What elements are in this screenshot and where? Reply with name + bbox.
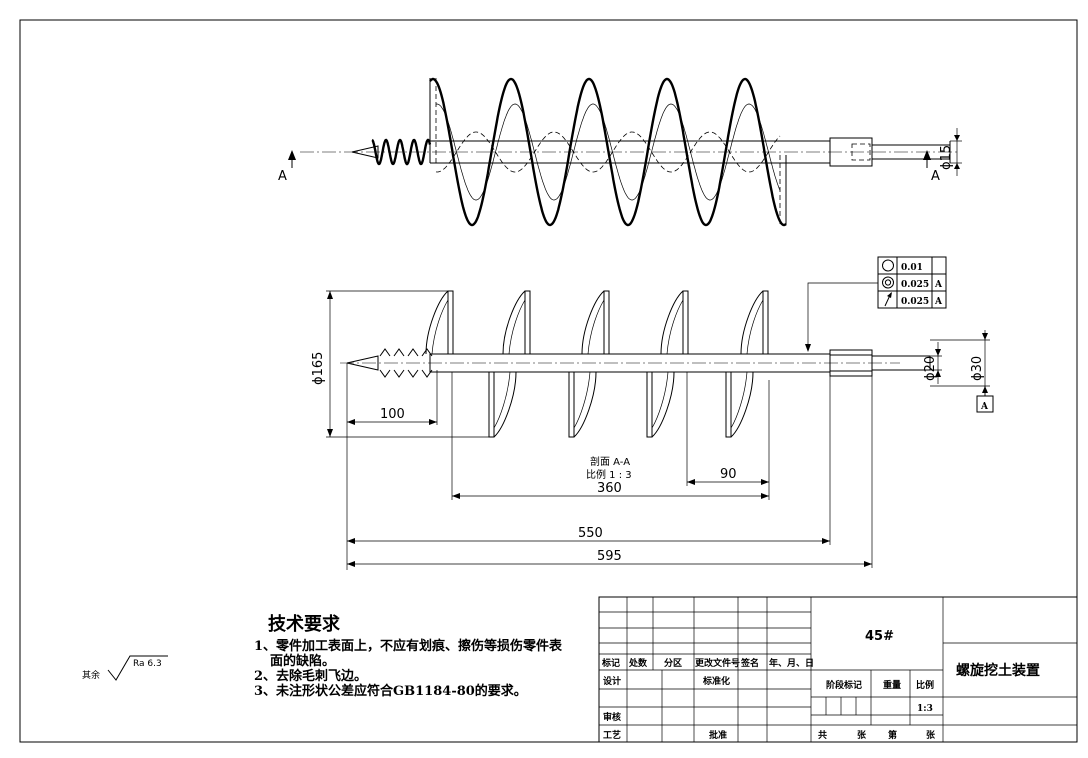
design-label: 设计 xyxy=(603,675,621,687)
runout-icon xyxy=(884,292,892,307)
technical-requirements: 技术要求 1、零件加工表面上，不应有划痕、擦伤等损伤零件表 面的缺陷。 2、去除… xyxy=(254,613,563,699)
weight-label: 重量 xyxy=(883,679,901,691)
sheets-label: 张 xyxy=(857,729,867,741)
gdt-datum-2: A xyxy=(934,280,943,290)
tip-length-label: 100 xyxy=(380,407,405,422)
sheets2-label: 张 xyxy=(926,729,936,741)
auger-elevation-view: ϕ15 A A xyxy=(278,77,962,227)
total-label: 共 xyxy=(818,729,827,741)
section-dimensions: ϕ165 100 剖面 A-A 比例 1 : 3 90 360 550 xyxy=(311,290,994,570)
section-view-a-a xyxy=(340,282,931,438)
datum-a-label: A xyxy=(980,402,989,412)
stage-mark-label: 阶段标记 xyxy=(826,679,862,691)
gdt-frame: 0.01 0.025 0.025 A A xyxy=(877,256,947,309)
standardization-label: 标准化 xyxy=(702,675,730,687)
inner-diameter-label: ϕ20 xyxy=(923,356,938,381)
scale-label: 比例 xyxy=(916,679,934,691)
part-name-label: 螺旋挖土装置 xyxy=(956,662,1040,679)
rev-header-date: 年、月、日 xyxy=(769,657,814,669)
approve-label: 批准 xyxy=(709,729,727,741)
gdt-value-2: 0.025 xyxy=(901,280,929,290)
material-label: 45# xyxy=(865,629,894,644)
section-caption-title: 剖面 A-A xyxy=(590,455,630,468)
surface-finish-symbol: 其余 Ra 6.3 xyxy=(82,655,168,681)
drawing-frame xyxy=(19,19,1078,743)
shaft-end-diameter-label: ϕ15 xyxy=(939,145,954,170)
overall-diameter-label: ϕ165 xyxy=(311,352,326,385)
gdt-value-1: 0.01 xyxy=(901,263,923,273)
rev-header-sign: 签名 xyxy=(740,657,759,669)
outer-diameter-label: ϕ30 xyxy=(970,356,985,381)
gdt-value-3: 0.025 xyxy=(901,297,929,307)
circularity-icon xyxy=(882,259,894,272)
process-label: 工艺 xyxy=(603,729,621,741)
section-caption-scale: 比例 1 : 3 xyxy=(586,468,632,481)
tech-requirement-3: 3、未注形状公差应符合GB1184-80的要求。 xyxy=(254,683,527,699)
surface-finish-value: Ra 6.3 xyxy=(133,659,162,669)
title-block: 45# 螺旋挖土装置 标记 处数 分区 更改文件号 签名 年、月、日 设计 标准… xyxy=(598,596,1078,743)
tech-requirements-title: 技术要求 xyxy=(268,613,341,635)
rev-header-mark: 标记 xyxy=(601,657,620,669)
concentricity-icon xyxy=(882,276,894,289)
sheet-no-label: 第 xyxy=(888,729,897,741)
tech-requirement-2: 2、去除毛刺飞边。 xyxy=(254,668,367,684)
rev-header-doc: 更改文件号 xyxy=(695,657,740,669)
length-550-label: 550 xyxy=(578,526,603,541)
gdt-datum-3: A xyxy=(934,297,943,307)
scale-value: 1:3 xyxy=(917,704,933,714)
section-arrow-label-left: A xyxy=(278,169,287,184)
tech-requirement-1: 1、零件加工表面上，不应有划痕、擦伤等损伤零件表 xyxy=(254,638,563,654)
rev-header-zone: 分区 xyxy=(664,657,682,669)
section-arrow-label-right: A xyxy=(931,169,940,184)
flight-length-label: 360 xyxy=(597,481,622,496)
total-length-label: 595 xyxy=(597,549,622,564)
review-label: 审核 xyxy=(603,711,621,723)
pitch-label: 90 xyxy=(720,467,737,482)
tech-requirement-1b: 面的缺陷。 xyxy=(270,653,335,669)
rev-header-count: 处数 xyxy=(628,657,648,669)
surface-finish-prefix: 其余 xyxy=(82,669,100,681)
